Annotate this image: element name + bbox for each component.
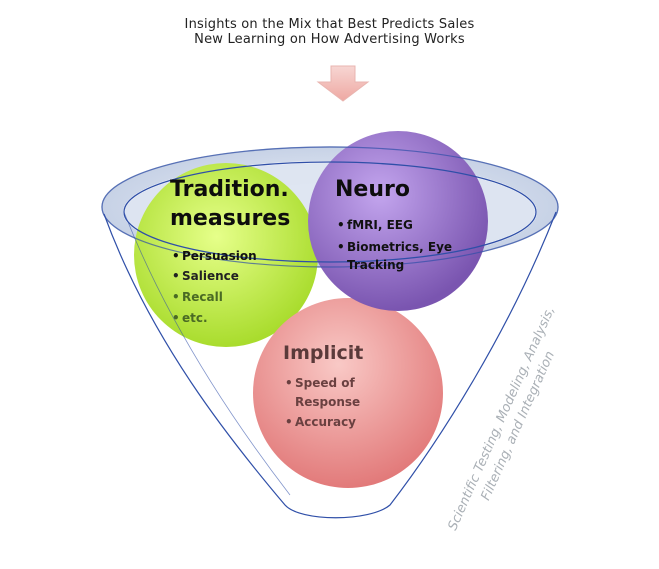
bullet-icon: • xyxy=(172,311,180,325)
funnel-outline-inner xyxy=(123,211,291,496)
bullet-icon: • xyxy=(337,240,345,254)
funnel-label-line1: Scientific Testing, Modeling, Analysis, xyxy=(445,304,558,532)
neuro-bullet: •Biometrics, Eye xyxy=(337,240,453,254)
traditional-title-line2: measures xyxy=(170,206,291,231)
traditional-bullet: •Persuasion xyxy=(172,249,257,263)
neuro-title: Neuro xyxy=(335,177,410,202)
header-line2: New Learning on How Advertising Works xyxy=(194,32,465,47)
traditional-bullet: •Recall xyxy=(172,290,223,304)
traditional-bullet: •Salience xyxy=(172,269,239,283)
header-line1: Insights on the Mix that Best Predicts S… xyxy=(184,17,475,32)
neuro-bullet: •fMRI, EEG xyxy=(337,218,413,232)
bullet-icon: • xyxy=(285,376,293,390)
down-arrow-icon xyxy=(316,65,370,102)
bullet-icon: • xyxy=(172,249,180,263)
bullet-icon: • xyxy=(172,269,180,283)
implicit-title: Implicit xyxy=(283,342,364,364)
traditional-title-line1: Tradition. xyxy=(170,177,289,202)
bullet-icon: • xyxy=(285,415,293,429)
implicit-bullet: •Accuracy xyxy=(285,415,357,429)
implicit-bullet: •Speed of xyxy=(285,376,355,390)
implicit-circle xyxy=(253,298,443,488)
neuro-bullet-cont: Tracking xyxy=(347,258,405,272)
traditional-bullet: •etc. xyxy=(172,311,208,325)
bullet-icon: • xyxy=(337,218,345,232)
bullet-icon: • xyxy=(172,290,180,304)
funnel-top-inner xyxy=(123,161,537,263)
implicit-bullet-cont: Response xyxy=(295,395,361,409)
funnel-top-outer xyxy=(101,146,559,268)
neuro-circle xyxy=(308,131,488,311)
funnel-outline xyxy=(103,211,557,519)
